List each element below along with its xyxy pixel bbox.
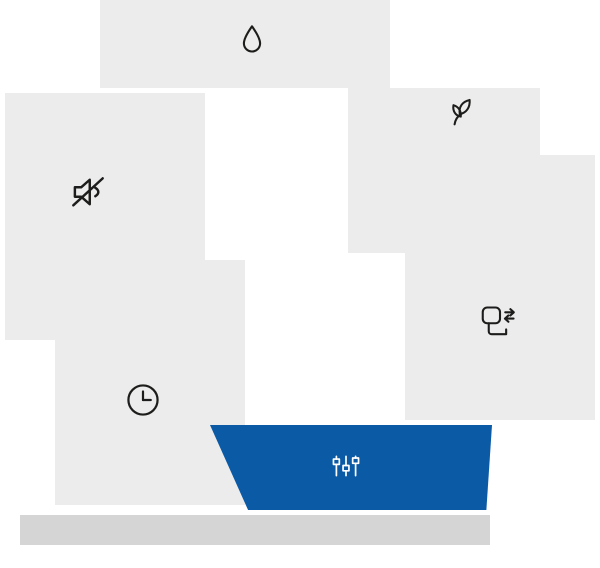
clock-icon bbox=[124, 381, 162, 419]
time-tile bbox=[55, 260, 245, 505]
water-tile bbox=[100, 0, 390, 88]
plug-connect-icon bbox=[476, 300, 518, 342]
leaf-icon bbox=[437, 93, 475, 131]
bottom-bar bbox=[20, 515, 490, 545]
settings-banner[interactable] bbox=[210, 425, 492, 510]
water-drop-icon bbox=[234, 21, 270, 61]
remote-connect-tile bbox=[405, 155, 595, 420]
speaker-muted-icon bbox=[67, 171, 109, 213]
sliders-icon bbox=[330, 453, 362, 479]
